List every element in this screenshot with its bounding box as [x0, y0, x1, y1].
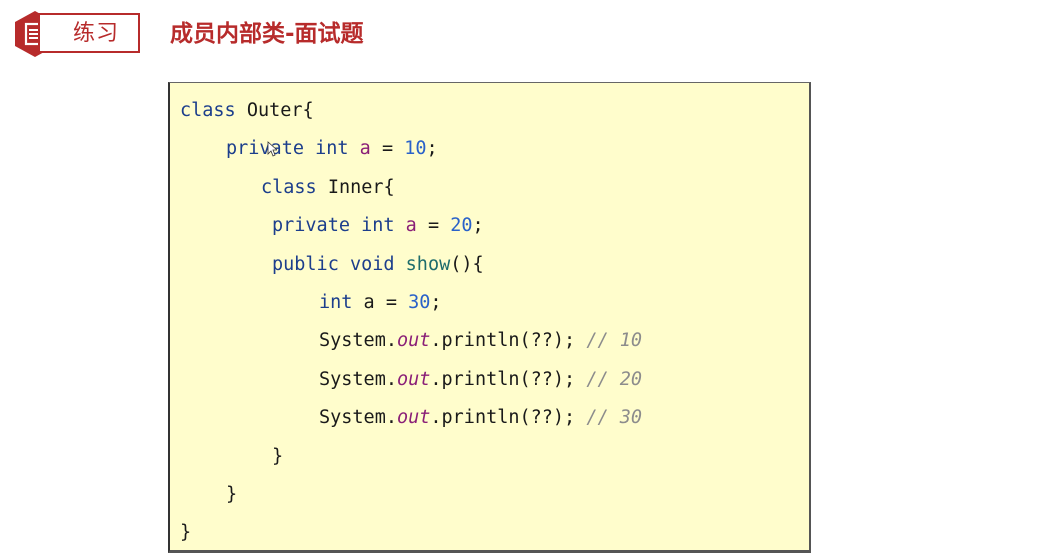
- code-token-kw: int: [361, 215, 395, 237]
- code-token-num: 10: [404, 138, 427, 160]
- code-token-var: a: [405, 215, 417, 237]
- code-line: }: [180, 521, 191, 545]
- code-token-plain: (){: [450, 253, 484, 275]
- code-token-plain: System.: [319, 330, 397, 352]
- code-token-plain: }: [272, 445, 284, 467]
- code-token-plain: .println(??);: [430, 368, 587, 390]
- code-token-var: a: [359, 138, 371, 160]
- code-line: }: [226, 483, 237, 507]
- code-token-plain: .println(??);: [430, 330, 587, 352]
- code-token-plain: ;: [426, 138, 438, 160]
- code-token-kw: void: [349, 253, 395, 275]
- code-token-plain: [395, 254, 406, 275]
- code-token-cmt: // 20: [586, 368, 643, 390]
- exercise-badge-label: 练习: [73, 21, 120, 46]
- code-line: private int a = 20;: [272, 214, 484, 238]
- code-token-plain: }: [180, 522, 192, 544]
- code-token-cmt: // 10: [586, 330, 643, 352]
- slide-header: 练习 成员内部类-面试题: [0, 0, 1049, 70]
- code-token-field: out: [396, 368, 431, 390]
- code-token-plain: [350, 215, 361, 236]
- code-token-kw: int: [315, 138, 349, 160]
- code-token-kw: private: [226, 138, 304, 160]
- exercise-badge: 练习: [38, 13, 140, 53]
- code-token-plain: [304, 138, 315, 159]
- code-line: public void show(){: [272, 253, 484, 277]
- code-line: private int a = 10;: [226, 137, 438, 161]
- code-token-plain: =: [370, 138, 405, 160]
- code-token-plain: [349, 138, 360, 159]
- code-line: System.out.println(??); // 20: [319, 368, 642, 392]
- code-line: }: [272, 445, 283, 469]
- code-token-plain: }: [226, 484, 238, 505]
- code-token-plain: System.: [319, 407, 397, 429]
- code-token-method: show: [405, 253, 451, 275]
- code-token-plain: ;: [430, 292, 442, 313]
- mouse-cursor-icon: [267, 141, 277, 157]
- code-token-plain: [339, 254, 350, 275]
- code-token-num: 30: [408, 292, 431, 313]
- code-token-kw: public: [272, 253, 339, 275]
- code-token-field: out: [396, 407, 431, 429]
- code-token-plain: .println(??);: [430, 407, 587, 429]
- code-token-plain: ;: [472, 215, 484, 237]
- code-token-plain: =: [416, 215, 451, 237]
- slide-title: 成员内部类-面试题: [170, 21, 364, 47]
- code-line: class Outer{: [180, 99, 314, 123]
- code-token-plain: a =: [352, 292, 409, 313]
- code-line: System.out.println(??); // 10: [319, 329, 642, 353]
- code-token-plain: Inner{: [316, 176, 395, 198]
- code-token-num: 20: [450, 215, 473, 237]
- code-token-plain: [395, 215, 406, 236]
- code-token-plain: Outer{: [235, 100, 314, 121]
- code-line: System.out.println(??); // 30: [319, 406, 642, 430]
- code-line: int a = 30;: [319, 291, 442, 315]
- code-token-field: out: [396, 330, 431, 352]
- code-line: class Inner{: [261, 176, 395, 200]
- code-token-cmt: // 30: [586, 407, 643, 429]
- code-token-kw: class: [180, 100, 236, 121]
- code-token-plain: System.: [319, 368, 397, 390]
- code-token-kw: class: [261, 176, 317, 198]
- code-token-kw: int: [319, 292, 353, 313]
- code-token-kw: private: [272, 215, 350, 237]
- code-block: class Outer{ private int a = 10; class Inn…: [168, 82, 811, 553]
